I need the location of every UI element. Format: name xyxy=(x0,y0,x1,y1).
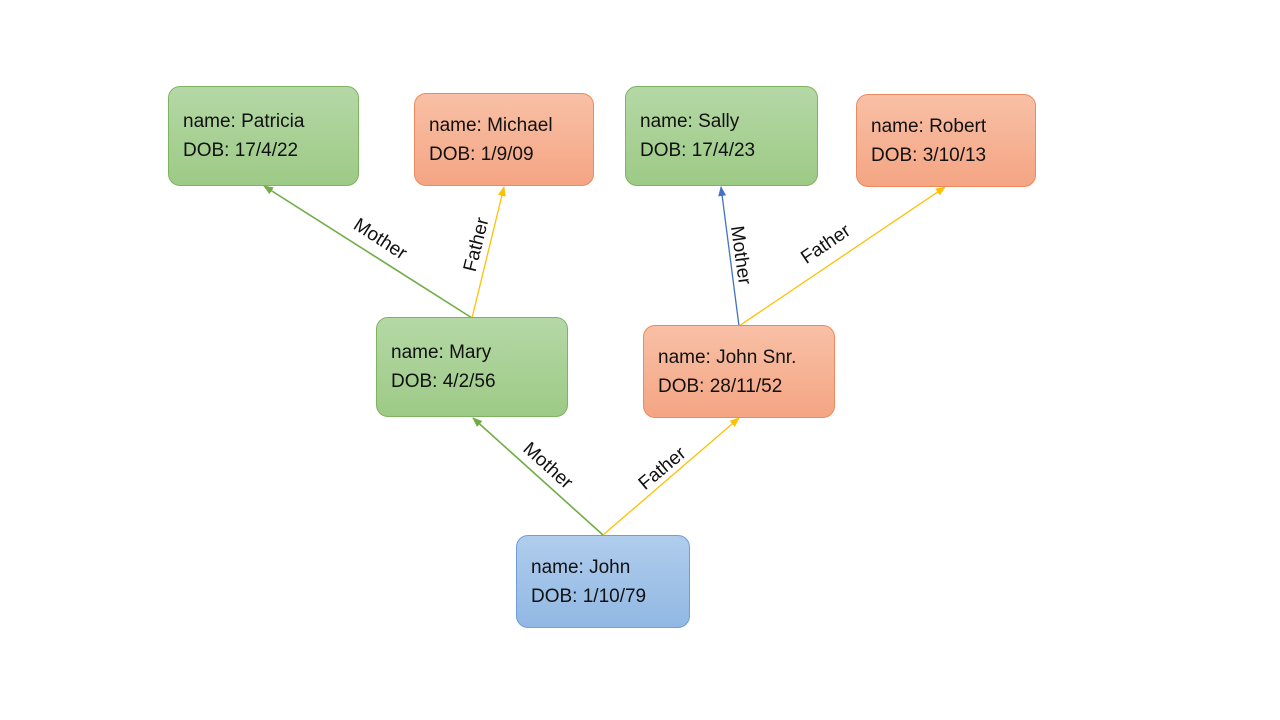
edge-john-snr-father xyxy=(738,186,946,327)
node-robert-dob: DOB: 3/10/13 xyxy=(871,144,987,166)
node-sally-dob: DOB: 17/4/23 xyxy=(640,140,756,161)
node-mary-name: name: Mary xyxy=(391,342,492,363)
edge-john-father xyxy=(602,417,740,536)
label-john-snr-mother: Mother xyxy=(726,224,755,286)
edge-john-mother xyxy=(472,417,604,536)
node-john-snr-dob: DOB: 28/11/52 xyxy=(658,375,783,397)
node-sally[interactable]: name: Sally DOB: 17/4/23 xyxy=(625,86,818,186)
node-robert-name: name: Robert xyxy=(871,115,987,137)
label-john-snr-father: Father xyxy=(797,220,855,268)
node-john-dob: DOB: 1/10/79 xyxy=(531,585,647,607)
label-mary-mother: Mother xyxy=(349,214,411,264)
node-michael-name: name: Michael xyxy=(429,114,553,136)
label-mary-father: Father xyxy=(460,215,494,274)
node-patricia[interactable]: name: Patricia DOB: 17/4/22 xyxy=(168,86,359,186)
node-mary-dob: DOB: 4/2/56 xyxy=(391,371,496,392)
edge-john-snr-mother xyxy=(718,186,740,327)
node-john-snr-name: name: John Snr. xyxy=(658,346,797,368)
node-robert[interactable]: name: Robert DOB: 3/10/13 xyxy=(856,94,1036,187)
node-michael-dob: DOB: 1/9/09 xyxy=(429,143,534,165)
node-michael[interactable]: name: Michael DOB: 1/9/09 xyxy=(414,93,594,186)
edge-mary-father xyxy=(471,186,506,319)
node-john-snr[interactable]: name: John Snr. DOB: 28/11/52 xyxy=(643,325,835,418)
node-john[interactable]: name: John DOB: 1/10/79 xyxy=(516,535,690,628)
edge-mary-mother xyxy=(263,185,473,319)
node-sally-name: name: Sally xyxy=(640,111,740,132)
node-mary[interactable]: name: Mary DOB: 4/2/56 xyxy=(376,317,568,417)
node-patricia-name: name: Patricia xyxy=(183,111,305,132)
node-john-name: name: John xyxy=(531,556,631,578)
node-patricia-dob: DOB: 17/4/22 xyxy=(183,140,299,161)
label-john-father: Father xyxy=(635,443,691,495)
